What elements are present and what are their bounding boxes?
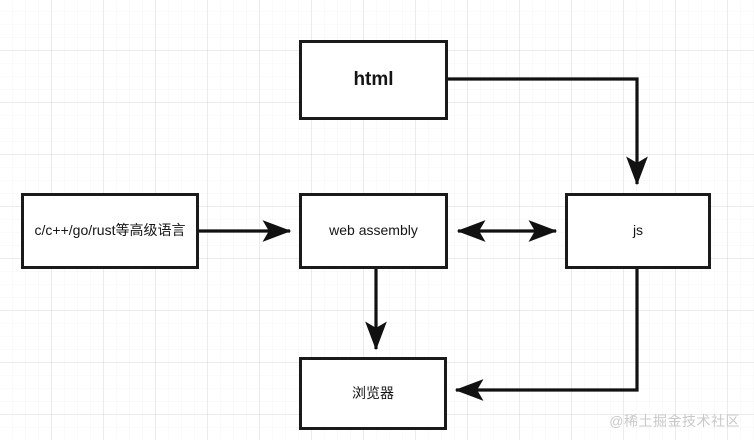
node-label-js: js: [632, 222, 644, 239]
node-web-assembly[interactable]: web assembly: [299, 193, 448, 269]
edge-js-to-browser: [454, 269, 639, 401]
node-label-web-assembly: web assembly: [329, 222, 418, 239]
node-js[interactable]: js: [565, 193, 711, 269]
node-html[interactable]: html: [299, 40, 448, 120]
node-label-html: html: [353, 69, 394, 91]
node-high-level-languages[interactable]: c/c++/go/rust等高级语言: [21, 193, 199, 269]
watermark-text: @稀土掘金技术社区: [609, 413, 740, 429]
edge-html-to-js: [448, 77, 648, 186]
node-label-browser: 浏览器: [352, 384, 394, 401]
node-browser[interactable]: 浏览器: [299, 357, 447, 430]
node-label-high-level-languages: c/c++/go/rust等高级语言: [34, 222, 186, 239]
